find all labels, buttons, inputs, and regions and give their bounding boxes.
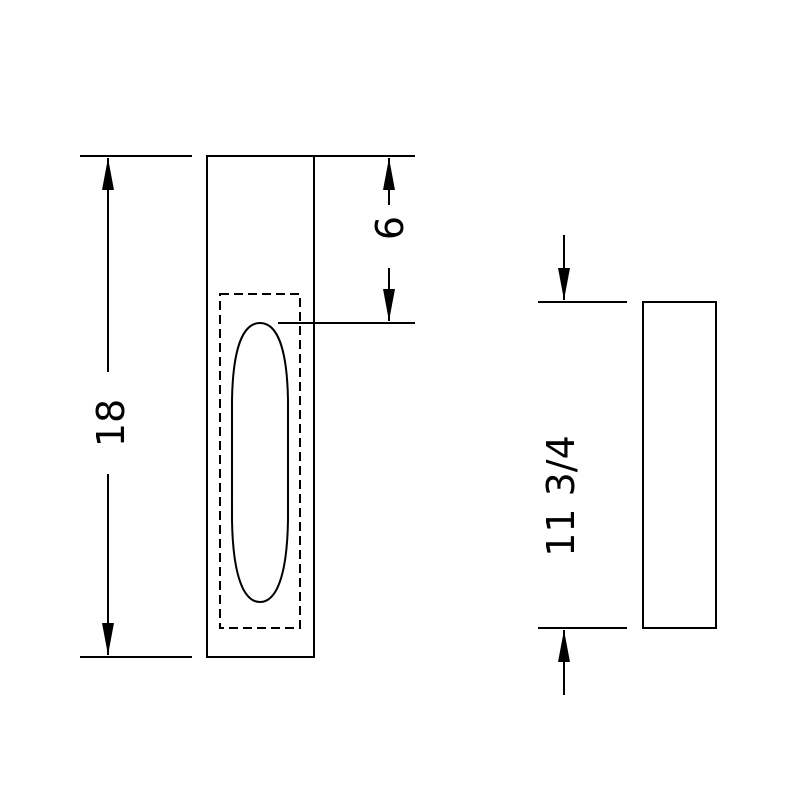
arrowhead-up	[102, 158, 114, 190]
front-view-outline	[206, 155, 315, 658]
arrowhead-down	[102, 623, 114, 655]
arrowhead-side-down	[558, 268, 570, 300]
side-view-outline	[642, 301, 717, 629]
dimension-label-offset-height: 6	[368, 216, 412, 240]
handle-recess-hidden-outline	[219, 293, 301, 629]
dimension-label-side-height: 11 3/4	[539, 435, 583, 557]
dimension-side-height: 11 3/4	[538, 235, 627, 695]
arrowhead-offset-up	[383, 158, 395, 190]
dimension-overall-height: 18	[80, 155, 192, 658]
arrowhead-offset-down	[383, 289, 395, 321]
dimension-label-overall-height: 18	[89, 399, 133, 447]
side-view	[642, 301, 717, 629]
handle-slot-outline	[231, 321, 289, 604]
front-view	[206, 155, 315, 658]
dimension-offset-height: 6	[278, 155, 415, 324]
arrowhead-side-up	[558, 630, 570, 662]
